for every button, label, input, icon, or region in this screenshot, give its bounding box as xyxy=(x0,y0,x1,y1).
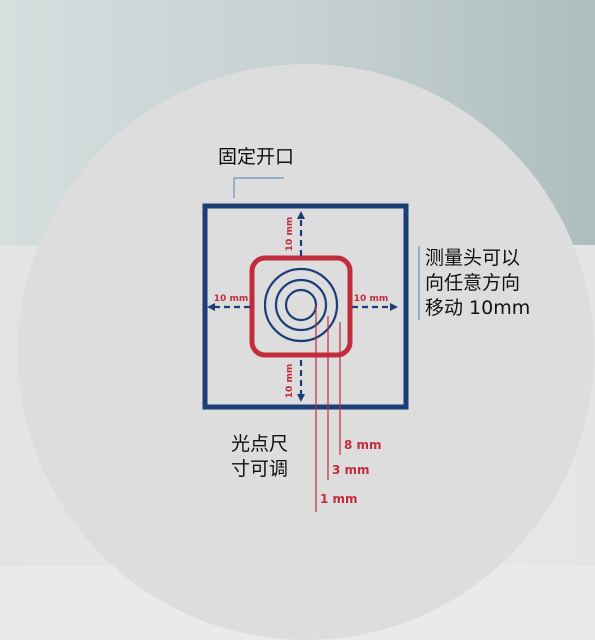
arrow-right-label: 10 mm xyxy=(354,294,388,304)
opening-diagram: 10 mm 10 mm 10 mm 10 mm 8 mm 3 mm 1 mm xyxy=(202,177,420,512)
spot-circle-1mm xyxy=(284,288,318,322)
arrow-top-label: 10 mm xyxy=(285,217,295,251)
spot-size-label: 光点尺 寸可调 xyxy=(231,433,289,480)
fixed-opening-label: 固定开口 xyxy=(218,146,295,168)
spot-circle-3mm xyxy=(274,278,328,332)
arrow-down-head xyxy=(297,394,305,402)
spot-circle-8mm xyxy=(263,267,339,343)
background-disc xyxy=(18,64,594,640)
measuring-head-frame xyxy=(249,255,353,358)
arrow-right-head xyxy=(390,303,398,311)
arrow-left-label: 10 mm xyxy=(214,294,248,304)
fixed-opening-frame xyxy=(202,203,409,410)
head-movement-label: 测量头可以 向任意方向 移动 10mm xyxy=(425,247,531,319)
spot-3mm-label: 3 mm xyxy=(332,463,370,477)
spot-1mm-label: 1 mm xyxy=(320,492,358,506)
arrow-up-head xyxy=(297,211,305,219)
spot-8mm-label: 8 mm xyxy=(344,438,382,452)
arrow-left-head xyxy=(207,303,215,311)
arrow-bottom-label: 10 mm xyxy=(285,364,295,398)
